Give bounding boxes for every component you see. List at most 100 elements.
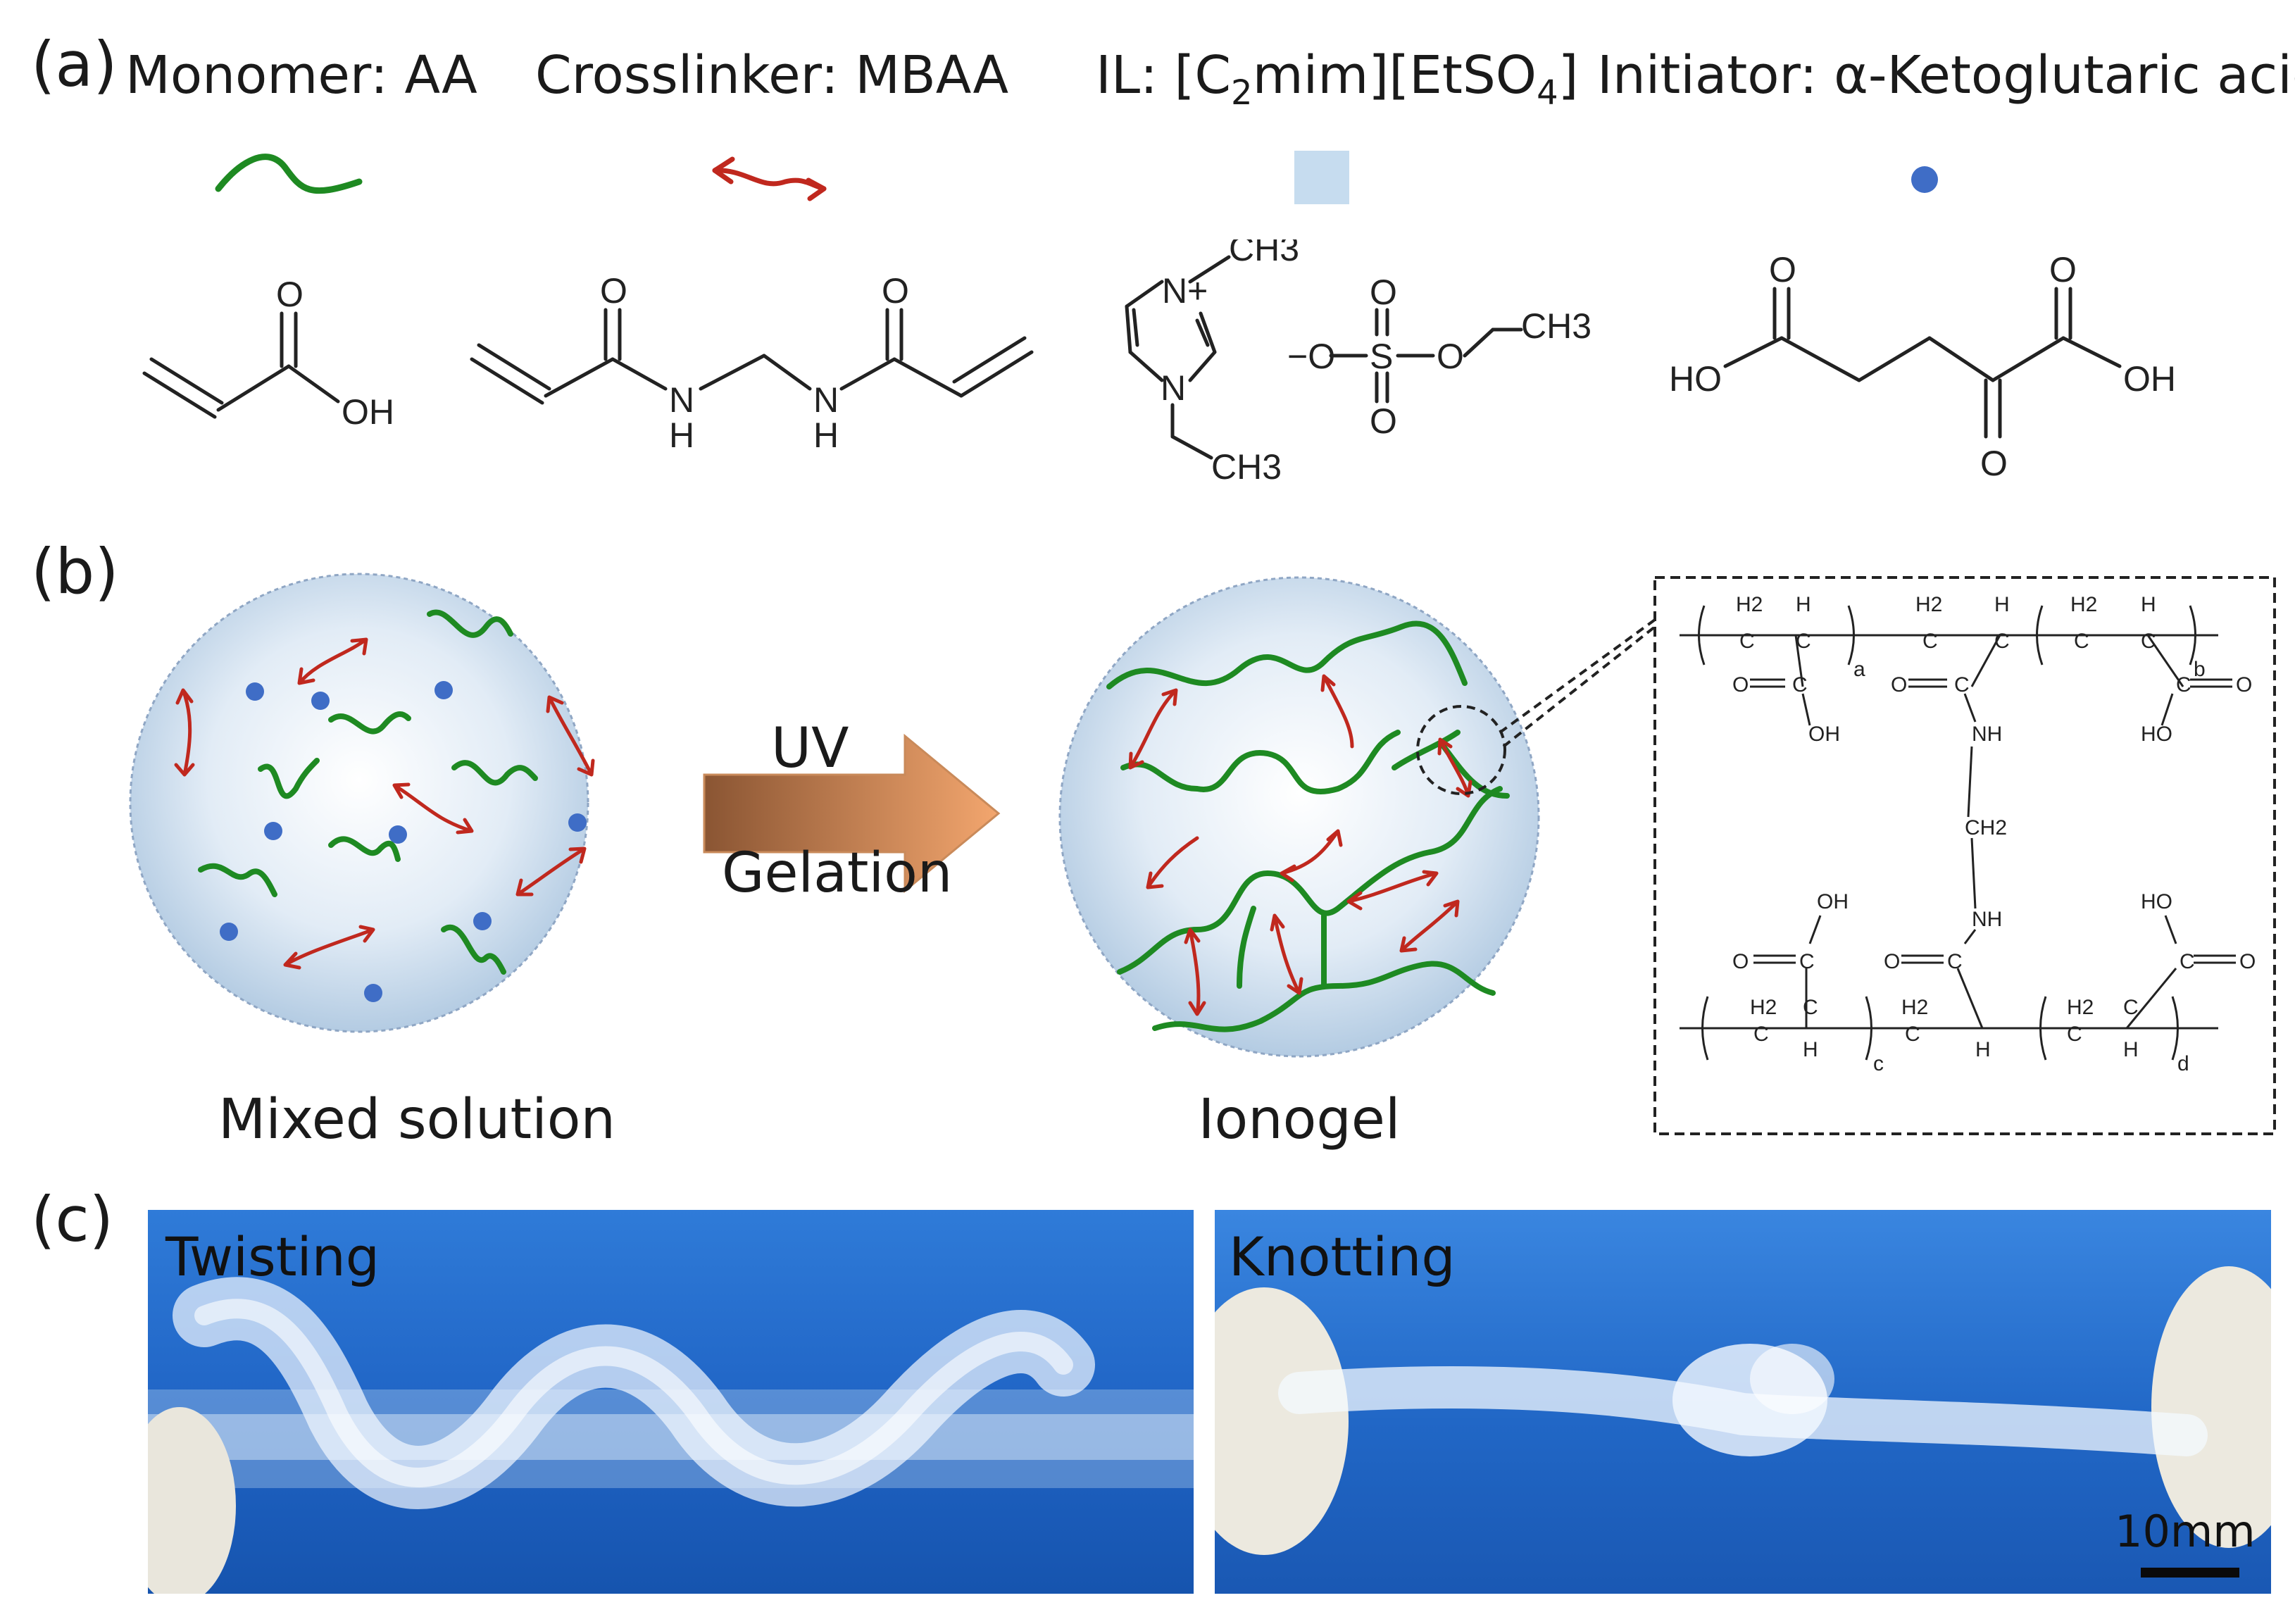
svg-text:H2: H2 xyxy=(2070,593,2097,616)
mbaa-o2-atom: O xyxy=(882,271,909,311)
polymer-structure-inset: H2 C H C a H2 C H C H2 C H C b O C OH O … xyxy=(1653,576,2276,1135)
il-o-right: O xyxy=(1437,337,1464,376)
panel-b-label: (b) xyxy=(31,535,119,608)
panel-a-label: (a) xyxy=(31,28,118,101)
svg-text:C: C xyxy=(1753,1023,1769,1046)
ketoglutaric-acid-structure xyxy=(1723,287,2122,439)
crosslinker-arrows xyxy=(174,637,595,970)
twisting-photo-content xyxy=(148,1277,1194,1594)
knotting-photo: Knotting 10mm xyxy=(1215,1210,2271,1594)
svg-text:C: C xyxy=(1799,950,1815,973)
svg-text:H: H xyxy=(2123,1038,2139,1061)
svg-text:C: C xyxy=(1905,1023,1920,1046)
svg-text:H2: H2 xyxy=(1901,996,1928,1019)
il-ch3-right: CH3 xyxy=(1521,306,1592,346)
mbaa-n1-atom: N xyxy=(669,380,694,420)
mbaa-n2-atom: N xyxy=(813,380,839,420)
svg-text:H: H xyxy=(2141,593,2156,616)
twisting-label: Twisting xyxy=(165,1225,380,1288)
monomer-chains xyxy=(198,609,538,975)
kga-oh: OH xyxy=(2123,359,2176,399)
svg-text:NH: NH xyxy=(1972,908,2002,931)
svg-text:H2: H2 xyxy=(1750,996,1777,1019)
network-crosslinks xyxy=(1128,674,1472,1016)
svg-text:O: O xyxy=(1732,950,1749,973)
zoom-circle xyxy=(1416,705,1506,795)
svg-text:H2: H2 xyxy=(2067,996,2094,1019)
knotting-photo-content xyxy=(1215,1266,2271,1555)
il-o-bottom: O xyxy=(1370,401,1397,441)
kga-ho: HO xyxy=(1669,359,1722,399)
svg-text:C: C xyxy=(1792,673,1808,697)
svg-text:O: O xyxy=(1891,673,1907,697)
scale-bar-label: 10mm xyxy=(2115,1506,2256,1557)
aa-oh-atom: OH xyxy=(342,392,394,432)
mixed-solution-sphere xyxy=(129,573,595,1033)
svg-text:C: C xyxy=(2123,996,2139,1019)
svg-text:C: C xyxy=(2180,950,2195,973)
svg-text:C: C xyxy=(1796,630,1811,653)
chemical-structures: O OH O O N H N H CH3 N+ N CH3 −O S O O O… xyxy=(142,239,2176,487)
svg-text:H: H xyxy=(1994,593,2010,616)
acrylic-acid-structure xyxy=(142,311,340,419)
svg-text:HO: HO xyxy=(2141,890,2172,913)
kga-o1: O xyxy=(1769,250,1796,289)
svg-text:a: a xyxy=(1853,658,1865,681)
il-o-minus: −O xyxy=(1287,337,1335,376)
twisting-photo: Twisting xyxy=(148,1210,1194,1594)
svg-text:OH: OH xyxy=(1808,723,1840,746)
svg-text:C: C xyxy=(1739,630,1755,653)
gelation-scheme: H2 C H C a H2 C H C H2 C H C b O C OH O … xyxy=(129,573,2276,1135)
il-ch3-bottom: CH3 xyxy=(1211,447,1282,487)
svg-text:H: H xyxy=(1796,593,1811,616)
svg-text:H: H xyxy=(1803,1038,1818,1061)
svg-text:C: C xyxy=(1947,950,1963,973)
mbaa-structure xyxy=(470,308,1034,405)
mixed-solution-caption: Mixed solution xyxy=(218,1088,615,1151)
scale-bar xyxy=(2141,1568,2239,1578)
imidazolium-structure xyxy=(1125,255,1231,460)
svg-text:b: b xyxy=(2194,658,2206,681)
svg-text:O: O xyxy=(1884,950,1900,973)
svg-text:O: O xyxy=(1732,673,1749,697)
il-n-plus: N+ xyxy=(1162,271,1208,311)
svg-text:O: O xyxy=(2236,673,2252,697)
il-o-top: O xyxy=(1370,273,1397,312)
kga-o2: O xyxy=(2049,250,2077,289)
gelation-label: Gelation xyxy=(722,842,953,905)
uv-label: UV xyxy=(771,717,849,780)
legend-il-label: IL: [C2mim][EtSO4] xyxy=(1096,45,1579,113)
legend-symbols xyxy=(215,151,1938,204)
svg-text:O: O xyxy=(2239,950,2256,973)
uv-gelation-arrow xyxy=(703,733,1001,894)
il-s: S xyxy=(1370,337,1393,376)
ionogel-caption: Ionogel xyxy=(1198,1088,1401,1151)
monomer-chain-symbol xyxy=(215,154,363,194)
svg-text:d: d xyxy=(2177,1052,2189,1075)
svg-text:C: C xyxy=(2176,673,2191,697)
zoom-lines xyxy=(1499,618,1656,748)
svg-text:C: C xyxy=(2067,1023,2082,1046)
legend-monomer-label: Monomer: AA xyxy=(125,45,477,106)
panel-c-label: (c) xyxy=(31,1183,114,1256)
ionogel-sphere xyxy=(1058,576,1540,1058)
mbaa-o1-atom: O xyxy=(600,271,627,311)
il-ch3-top: CH3 xyxy=(1229,239,1299,268)
svg-text:H2: H2 xyxy=(1736,593,1763,616)
svg-text:C: C xyxy=(1922,630,1938,653)
mbaa-h2-atom: H xyxy=(813,416,839,455)
svg-text:NH: NH xyxy=(1972,723,2002,746)
mbaa-h1-atom: H xyxy=(669,416,694,455)
svg-text:HO: HO xyxy=(2141,723,2172,746)
svg-text:H2: H2 xyxy=(1915,593,1942,616)
svg-text:H: H xyxy=(1975,1038,1991,1061)
initiator-dot-symbol xyxy=(1911,166,1938,193)
legend-crosslinker-label: Crosslinker: MBAA xyxy=(535,45,1009,106)
svg-text:OH: OH xyxy=(1817,890,1849,913)
il-n: N xyxy=(1161,368,1186,408)
svg-text:C: C xyxy=(2141,630,2156,653)
kga-o3: O xyxy=(1980,444,2008,483)
svg-text:c: c xyxy=(1873,1052,1884,1075)
aa-o-atom: O xyxy=(276,275,304,314)
svg-text:C: C xyxy=(2074,630,2089,653)
